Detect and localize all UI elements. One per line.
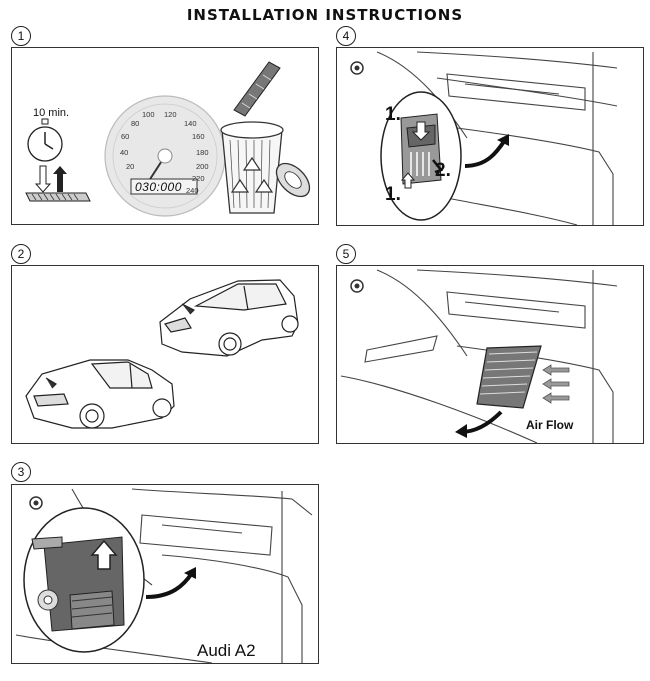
callout-1-bottom: 1. [385, 184, 401, 205]
step-number-1: 1 [11, 26, 31, 46]
step-4-panel: 1. 2. 1. [336, 47, 644, 226]
airflow-arrows-icon [542, 364, 570, 404]
speed-tick: 120 [164, 110, 177, 119]
filter-swap-icon [25, 165, 91, 202]
step-number-2: 2 [11, 244, 31, 264]
car-skoda-illustration [159, 279, 299, 357]
speed-tick: 240 [186, 186, 199, 195]
step-1-illustration [25, 61, 311, 217]
step-2-panel [11, 265, 319, 444]
airflow-label: Air Flow [526, 418, 574, 432]
speed-tick: 100 [142, 110, 155, 119]
step-2-illustration [25, 279, 299, 429]
magnifier-detail [380, 91, 462, 221]
speedometer-icon [104, 95, 226, 217]
callout-1-top: 1. [385, 104, 401, 125]
magnifier-detail [23, 507, 145, 653]
step-number-3: 3 [11, 462, 31, 482]
step-3-illustration [15, 488, 313, 663]
speed-tick: 200 [196, 162, 209, 171]
step-4-illustration [350, 51, 618, 225]
odometer-readout: 030:000 [135, 180, 182, 194]
page-title: INSTALLATION INSTRUCTIONS [186, 6, 464, 24]
recycling-bin-icon [220, 61, 311, 214]
step-5-illustration [340, 269, 618, 443]
speed-tick: 180 [196, 148, 209, 157]
time-label: 10 min. [33, 107, 70, 119]
step-number-5: 5 [336, 244, 356, 264]
speed-tick: 20 [126, 162, 135, 171]
speed-tick: 80 [131, 119, 140, 128]
speedometer-ticks: 20 40 60 80 100 120 140 160 180 200 220 … [120, 110, 209, 195]
stopwatch-icon [27, 118, 63, 162]
callout-2: 2. [435, 160, 451, 181]
step-3-panel: Audi A2 [11, 484, 319, 664]
speed-tick: 40 [120, 148, 129, 157]
model-label: Audi A2 [197, 641, 256, 660]
speed-tick: 60 [121, 132, 130, 141]
step-5-panel: Air Flow [336, 265, 644, 444]
step-number-4: 4 [336, 26, 356, 46]
speed-tick: 140 [184, 119, 197, 128]
speed-tick: 160 [192, 132, 205, 141]
cabin-filter-icon [476, 345, 542, 409]
speed-tick: 220 [192, 174, 205, 183]
step-1-panel: 10 min. 20 40 60 80 100 120 140 160 180 … [11, 47, 319, 225]
car-audi-a2-illustration [25, 359, 175, 429]
